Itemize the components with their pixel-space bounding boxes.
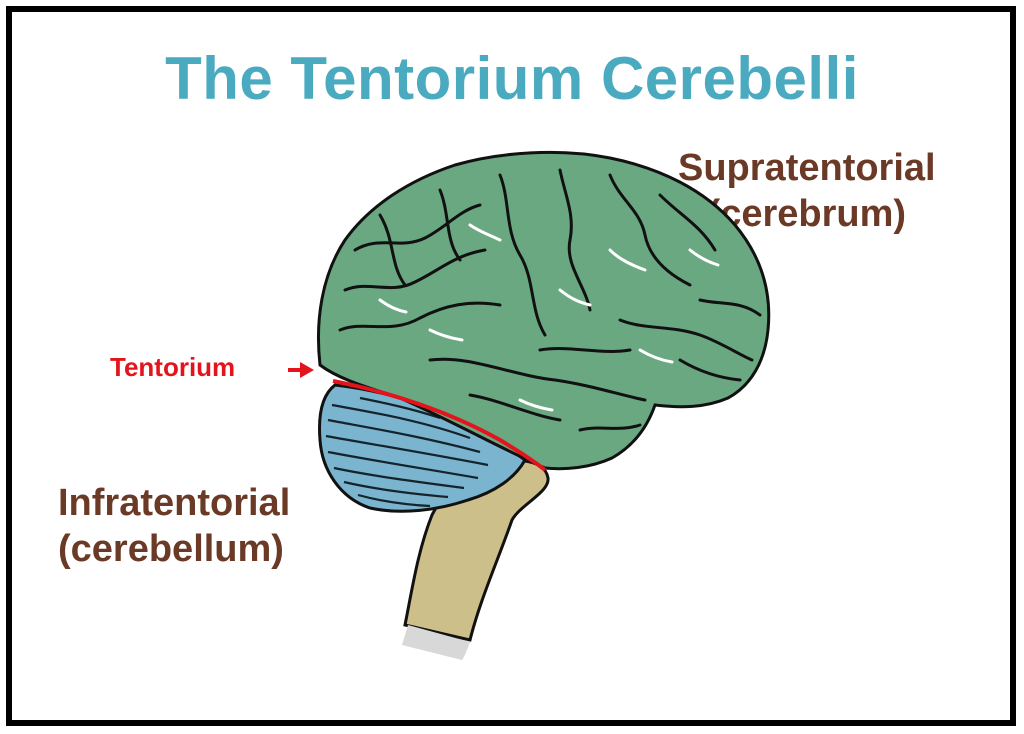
tentorium-arrow-icon [288, 362, 314, 378]
